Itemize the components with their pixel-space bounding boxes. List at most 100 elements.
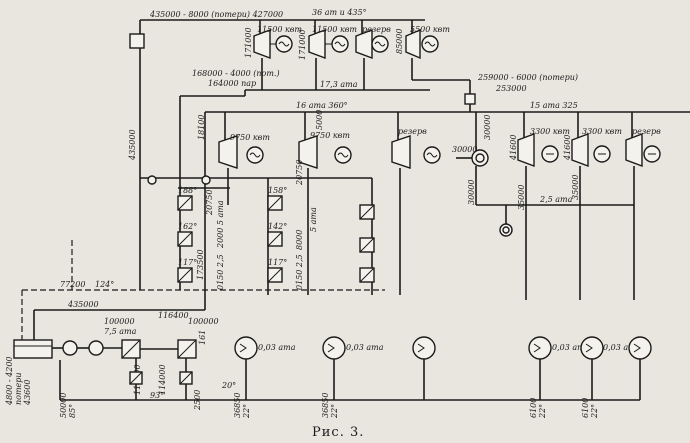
turbine-b3-reserve <box>391 112 441 295</box>
turbine-t1 <box>253 20 293 90</box>
cond4-temp: 22° <box>538 404 547 419</box>
hx-temp-1: 188° <box>178 186 197 195</box>
right-pump-30000 <box>456 149 513 237</box>
pump-flow2: 7,5 ата <box>104 327 137 336</box>
r4-name-label: резерв <box>632 127 661 136</box>
pump-flow4: 100000 <box>188 317 219 326</box>
hx-temp-2: 162° <box>178 222 197 231</box>
t1-flow-label: 171000 <box>244 27 253 58</box>
junction-left <box>147 175 157 185</box>
turbine-b1 <box>218 112 264 205</box>
loss1-result-label: 164000 пар <box>208 79 256 88</box>
b2-flow-b-label: 5000 <box>315 110 324 130</box>
cond1-temp: 22° <box>242 404 251 419</box>
top-flow-label: 435000 - 8000 (потери) 427000 <box>149 10 283 19</box>
condenser-3 <box>412 336 436 400</box>
figure-caption: Рис. 3. <box>312 425 364 440</box>
condenser-6 <box>628 336 652 400</box>
condenser-2 <box>322 336 346 400</box>
turbine-b2 <box>298 112 352 295</box>
cond2-flow: 36850 <box>321 393 330 418</box>
pump-temp2: 20° <box>221 381 236 390</box>
header-25-label: 2,5 ата <box>539 195 573 204</box>
pump-flow7: 114000 <box>158 364 167 395</box>
turbine-r3 <box>571 112 611 300</box>
loss2-result-label: 253000 <box>495 84 527 93</box>
turbine-r4-reserve <box>625 112 661 300</box>
cond4-flow: 6100 <box>529 398 538 418</box>
hx-flow-7: 0150 2,5 <box>295 254 304 290</box>
turbine-r2 <box>517 112 559 300</box>
feed-pumps <box>52 340 640 401</box>
dash-temp-label: 124° <box>95 280 114 289</box>
r1-flow-top: 30000 <box>483 115 492 140</box>
r-flow-low1: 30000 <box>467 180 476 205</box>
r2-flow-label: 41600 <box>509 135 518 161</box>
pump-temp: 93° <box>150 391 164 400</box>
turbine-t3-reserve <box>355 20 389 90</box>
turbine-t2 <box>308 20 349 90</box>
cond2-temp: 22° <box>330 404 339 419</box>
pump-flow1: 100000 <box>104 317 135 326</box>
cond2-vac: 0,03 ата <box>346 343 384 352</box>
return-lines <box>21 240 385 340</box>
t2-flow-label: 171000 <box>298 29 307 60</box>
dash-flow-label: 77200 <box>60 280 85 289</box>
header-16 <box>179 90 470 290</box>
hx-flow-4: 173500 <box>196 249 205 280</box>
hx-temp-5: 142° <box>268 222 287 231</box>
low1-temp: 85° <box>68 404 77 418</box>
mid-flow-label: 18100 <box>197 115 206 140</box>
t4-power-label: 5500 квт <box>410 25 450 34</box>
mid-extraction-lines <box>140 175 373 295</box>
b3-name-label: резерв <box>398 127 427 136</box>
r3-power-label: 3300 квт <box>582 127 622 136</box>
tank-flow-label: 4800 - 4200 <box>5 356 14 406</box>
t4-flow-label: 85000 <box>395 29 404 54</box>
reducing-valve-box <box>464 93 476 105</box>
hx-temp-3: 117° <box>178 258 197 267</box>
condenser-4 <box>528 336 552 400</box>
right-header-label: 15 ата 325 <box>530 101 578 110</box>
cond4-vac: 0,03 ата <box>552 343 590 352</box>
hx-flow-1: 20750 <box>205 190 214 216</box>
condenser-1 <box>234 336 258 400</box>
heater-stack-3 <box>359 204 375 283</box>
r2-power-label: 3300 квт <box>530 127 570 136</box>
cond5-flow: 6100 <box>581 398 590 418</box>
b2-power-label: 9750 квт <box>310 131 350 140</box>
low1-flow: 50000 <box>59 393 68 418</box>
header-2-5 <box>476 204 634 224</box>
hx-flow-3: 0150 2,5 <box>216 254 225 290</box>
tank-flow2-label: потери <box>14 372 23 405</box>
header-17-3 <box>245 58 476 112</box>
loss1-label: 168000 - 4000 (пот.) <box>192 69 280 78</box>
bottom-heaters <box>121 339 197 400</box>
mid-header-label: 16 ата 360° <box>296 101 348 110</box>
r-flow-low2: 35000 <box>517 185 526 210</box>
cond1-flow: 36850 <box>233 393 242 418</box>
feed-flow-label: 435000 <box>67 300 99 309</box>
tank-flow3-label: 43600 <box>23 380 32 406</box>
feed-tank <box>13 339 53 359</box>
heater-stack-2 <box>267 195 283 283</box>
hx-temp-4: 158° <box>268 186 287 195</box>
pump-flow3: 116400 <box>158 311 189 320</box>
b1-power-label: 9750 квт <box>230 133 270 142</box>
junction-mid <box>201 175 211 185</box>
top-steam-header <box>129 19 425 290</box>
heater-stack-1 <box>177 195 193 283</box>
header-17-3-label: 17,3 ата <box>320 80 358 89</box>
hx-flow-2: 2000 5 ата <box>216 200 225 249</box>
left-vertical-flow-label: 435000 <box>128 129 137 161</box>
condenser-5 <box>580 336 604 400</box>
b2-flow-label: 20750 <box>295 160 304 186</box>
cond1-vac: 0,03 ата <box>258 343 296 352</box>
hx-temp-6: 117° <box>268 258 287 267</box>
cond5-vac: 0,03 ат <box>603 343 636 352</box>
cond5-temp: 22° <box>590 404 599 419</box>
top-header-label: 36 ат и 435° <box>312 8 367 17</box>
turbine-t4 <box>405 20 439 60</box>
t3-name-label: резерв <box>362 25 391 34</box>
